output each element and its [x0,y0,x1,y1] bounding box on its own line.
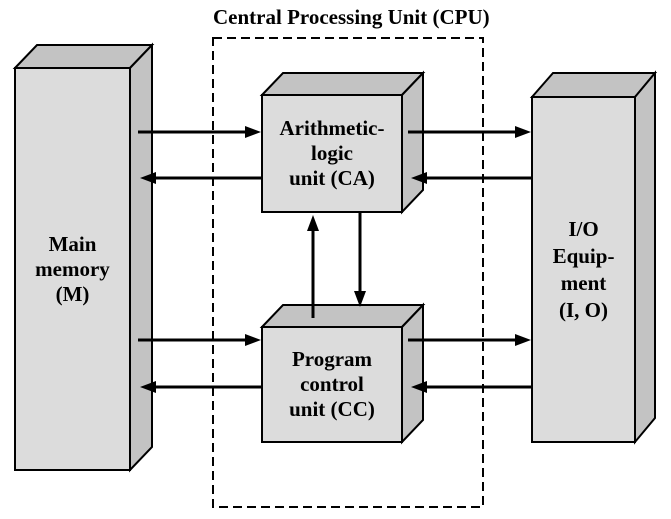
main-memory-side-face [129,42,153,473]
alu-top-face [259,72,426,96]
control-unit-box [259,302,426,445]
io-equipment-box [529,70,658,445]
io-equipment-side-face [634,70,656,445]
diagram-title: Central Processing Unit (CPU) [213,5,490,29]
alu-side-face [401,70,424,215]
alu-box [259,70,426,215]
io-equipment-top-face [529,72,658,98]
main-memory-box [12,42,155,473]
control-unit-front-face [261,326,403,443]
alu-front-face [261,94,403,213]
control-unit-side-face [401,302,424,445]
main-memory-top-face [12,44,155,69]
main-memory-front-face [14,67,131,471]
cpu-boundary-box [212,37,484,508]
io-equipment-front-face [531,96,636,443]
control-unit-top-face [259,304,426,328]
